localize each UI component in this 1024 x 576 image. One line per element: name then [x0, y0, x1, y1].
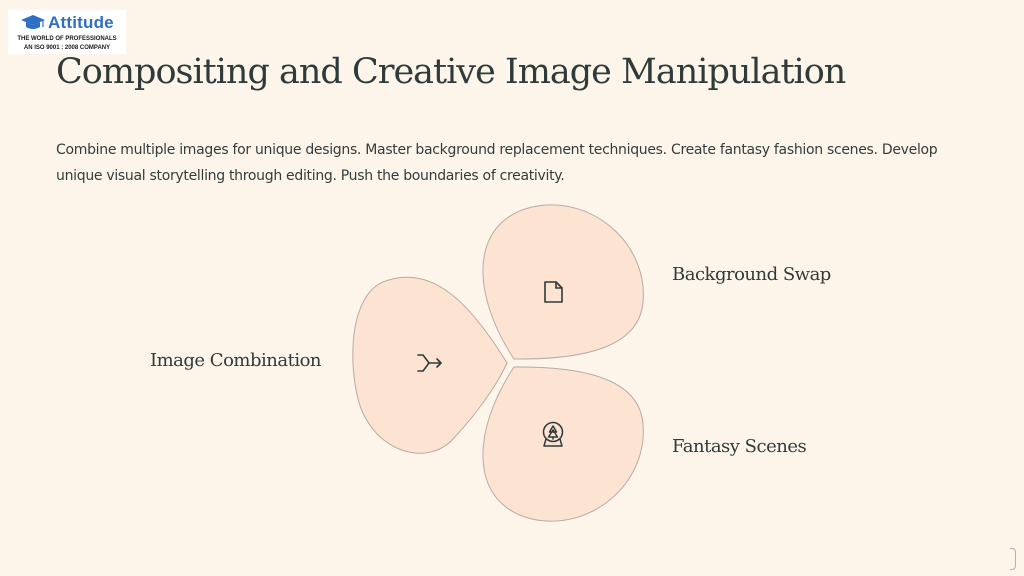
slide-corner-mark — [1010, 548, 1016, 570]
logo-certification: AN ISO 9001 : 2008 COMPANY — [23, 45, 111, 51]
company-logo[interactable]: Attitude THE WORLD OF PROFESSIONALS AN I… — [8, 10, 126, 54]
label-fantasy-scenes: Fantasy Scenes — [672, 436, 807, 457]
page-title: Compositing and Creative Image Manipulat… — [56, 52, 846, 92]
merge-arrow-icon — [417, 354, 442, 372]
label-background-swap: Background Swap — [672, 264, 831, 285]
logo-brand: Attitude — [48, 13, 114, 32]
label-image-combination: Image Combination — [150, 350, 322, 371]
page-description: Combine multiple images for unique desig… — [56, 142, 938, 184]
logo-tagline: THE WORLD OF PROFESSIONALS — [17, 36, 117, 42]
graduation-cap-icon — [21, 15, 45, 29]
logo-mark: Attitude — [20, 12, 114, 34]
snow-globe-icon — [542, 421, 564, 447]
petal-fantasy-scenes — [482, 366, 644, 522]
petal-background-swap — [482, 204, 644, 360]
petal-image-combination — [352, 276, 508, 454]
document-icon — [544, 281, 563, 303]
